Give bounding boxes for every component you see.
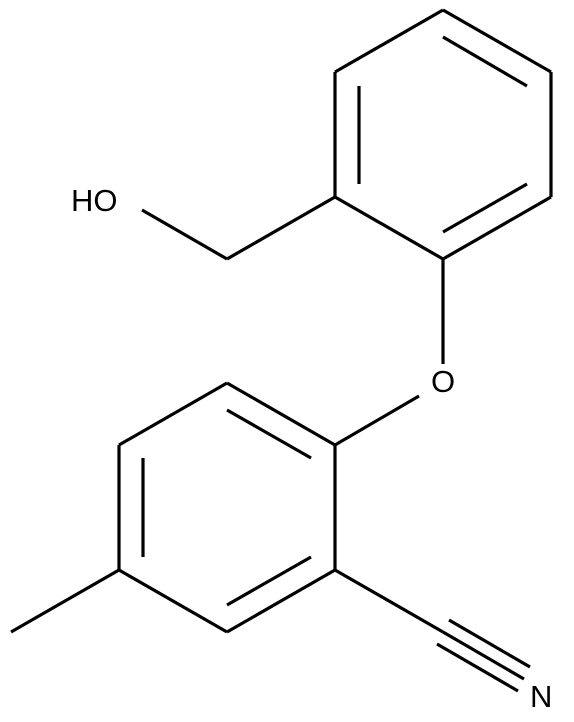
bond-ring-to-ch2 [226, 195, 336, 261]
bond-upper-ring-inner-1 [442, 35, 528, 88]
bond-ch2-to-oh [141, 208, 228, 261]
bond-lower-ring-2 [118, 381, 228, 447]
bond-ring-to-methyl [10, 568, 120, 634]
bond-upper-ring-6 [334, 8, 444, 74]
methyl-group [10, 568, 120, 634]
ether-linkage: O [334, 259, 455, 447]
bond-upper-ring-3 [442, 195, 552, 261]
bond-triple-2 [442, 630, 525, 681]
upper-benzene-ring [333, 8, 553, 261]
ether-oxygen-label: O [431, 364, 455, 399]
nitrile-group: N [334, 568, 552, 714]
bond-triple-3 [436, 642, 519, 693]
nitrile-nitrogen-label: N [530, 679, 552, 714]
bond-o-to-lower-ring [334, 394, 420, 447]
bond-upper-ring-4 [334, 195, 444, 261]
bond-lower-ring-1 [226, 381, 336, 447]
bond-upper-ring-inner-2 [442, 182, 528, 234]
bond-lower-ring-inner-1 [226, 408, 312, 460]
bond-lower-ring-4 [118, 568, 228, 634]
bond-lower-ring-inner-3 [226, 555, 312, 607]
bond-triple-1 [448, 618, 531, 669]
bond-lower-ring-5 [226, 568, 336, 634]
hydroxyl-label: HO [71, 183, 118, 218]
lower-benzene-ring [117, 381, 337, 634]
bond-ring-to-nitrile-c [334, 568, 444, 634]
bond-upper-ring-1 [442, 8, 552, 74]
hydroxymethyl-group: HO [71, 183, 336, 261]
